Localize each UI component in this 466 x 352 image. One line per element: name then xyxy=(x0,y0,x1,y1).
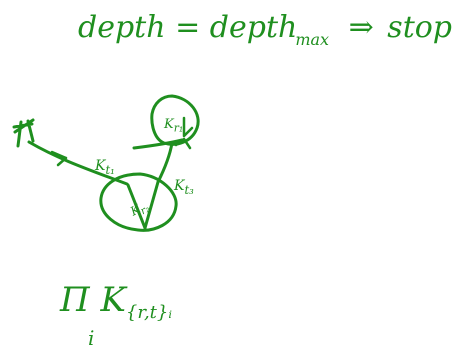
secondary-ray xyxy=(156,141,174,184)
upper-ray xyxy=(132,138,184,150)
lower-hit-sphere xyxy=(99,172,178,232)
product-term: K xyxy=(100,280,126,320)
label-k-r1: Kr₁ xyxy=(164,117,183,135)
product-term-subscript: {r,t}ᵢ xyxy=(125,302,172,323)
implies-arrow: ⇒ xyxy=(348,10,374,45)
transmitted-ray xyxy=(126,183,147,230)
label-k-t3: Kt₃ xyxy=(174,178,194,197)
eye-mark xyxy=(12,118,35,148)
reflected-chord xyxy=(143,180,160,230)
k-r1-subscript: r₁ xyxy=(173,121,184,135)
upper-inner-arrow xyxy=(182,116,194,138)
k-t3-letter: K xyxy=(174,178,185,194)
depth-stop-equation: depth = depthmax ⇒ stop xyxy=(78,10,452,49)
equation-rhs: depth xyxy=(209,10,298,45)
product-index: i xyxy=(88,326,95,350)
label-k-t1: Kt₁ xyxy=(95,158,115,177)
equation-result: stop xyxy=(387,10,453,45)
equation-rhs-subscript: max xyxy=(295,30,330,49)
k-t3-subscript: t₃ xyxy=(184,182,194,197)
upper-ray-arrow xyxy=(174,137,192,150)
equation-lhs: depth xyxy=(78,10,166,45)
product-symbol: Π xyxy=(60,280,90,320)
k-t1-letter: K xyxy=(95,158,106,174)
k-t1-subscript: t₁ xyxy=(105,162,115,177)
equals-sign: = xyxy=(175,10,201,45)
product-expression: Π K{r,t}ᵢ xyxy=(60,280,172,323)
k-r1-letter: K xyxy=(164,117,174,132)
primary-ray-arrowhead xyxy=(50,150,68,167)
